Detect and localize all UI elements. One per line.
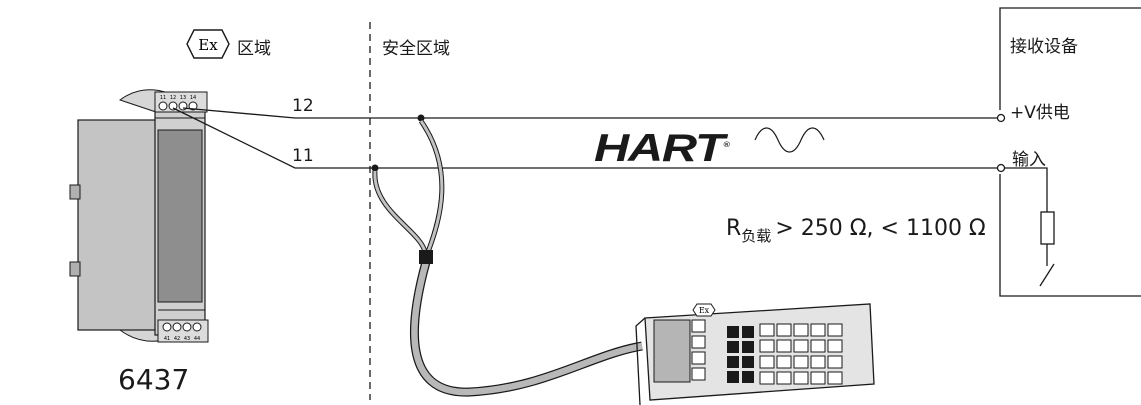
ex-zone-icon: Ex — [186, 29, 230, 59]
communicator-cable — [372, 119, 643, 397]
hart-communicator: Ex — [635, 303, 875, 405]
terminal-supply — [996, 113, 1006, 123]
junction-dot — [417, 114, 425, 122]
terminal-label: 41 — [164, 336, 170, 342]
receiver-box — [999, 7, 1141, 110]
wire-12-label: 12 — [292, 96, 314, 116]
terminal-input — [996, 163, 1006, 173]
ex-device-icon: Ex — [692, 303, 716, 317]
hart-sine-wave — [754, 127, 825, 153]
wire-11-label: 11 — [292, 146, 314, 166]
hart-logo: HART® — [594, 127, 730, 170]
safe-zone-label: 安全区域 — [382, 39, 450, 59]
load-resistance-label: R负载> 250 Ω, < 1100 Ω — [726, 216, 986, 245]
wire-12 — [182, 107, 1000, 119]
terminal-label: 44 — [194, 336, 200, 342]
junction-dot — [371, 164, 379, 172]
terminal-label: 14 — [190, 95, 196, 101]
load-resistor — [1005, 167, 1055, 287]
hazardous-zone-label: 区域 — [237, 39, 271, 59]
terminal-label: 13 — [180, 95, 186, 101]
input-label: 输入 — [1012, 150, 1046, 170]
terminal-label: 12 — [170, 95, 176, 101]
svg-text:Ex: Ex — [198, 36, 218, 54]
wire-11 — [172, 107, 1000, 169]
device-model-label: 6437 — [118, 363, 190, 396]
supply-label: +V供电 — [1010, 103, 1070, 123]
receiver-title: 接收设备 — [1010, 37, 1078, 57]
receiver-box-lower — [999, 174, 1141, 297]
terminal-label: 42 — [174, 336, 180, 342]
terminal-label: 43 — [184, 336, 190, 342]
device-6437: 11 12 13 14 41 42 43 44 — [69, 89, 209, 343]
svg-text:Ex: Ex — [699, 306, 710, 315]
terminal-label: 11 — [160, 95, 166, 101]
